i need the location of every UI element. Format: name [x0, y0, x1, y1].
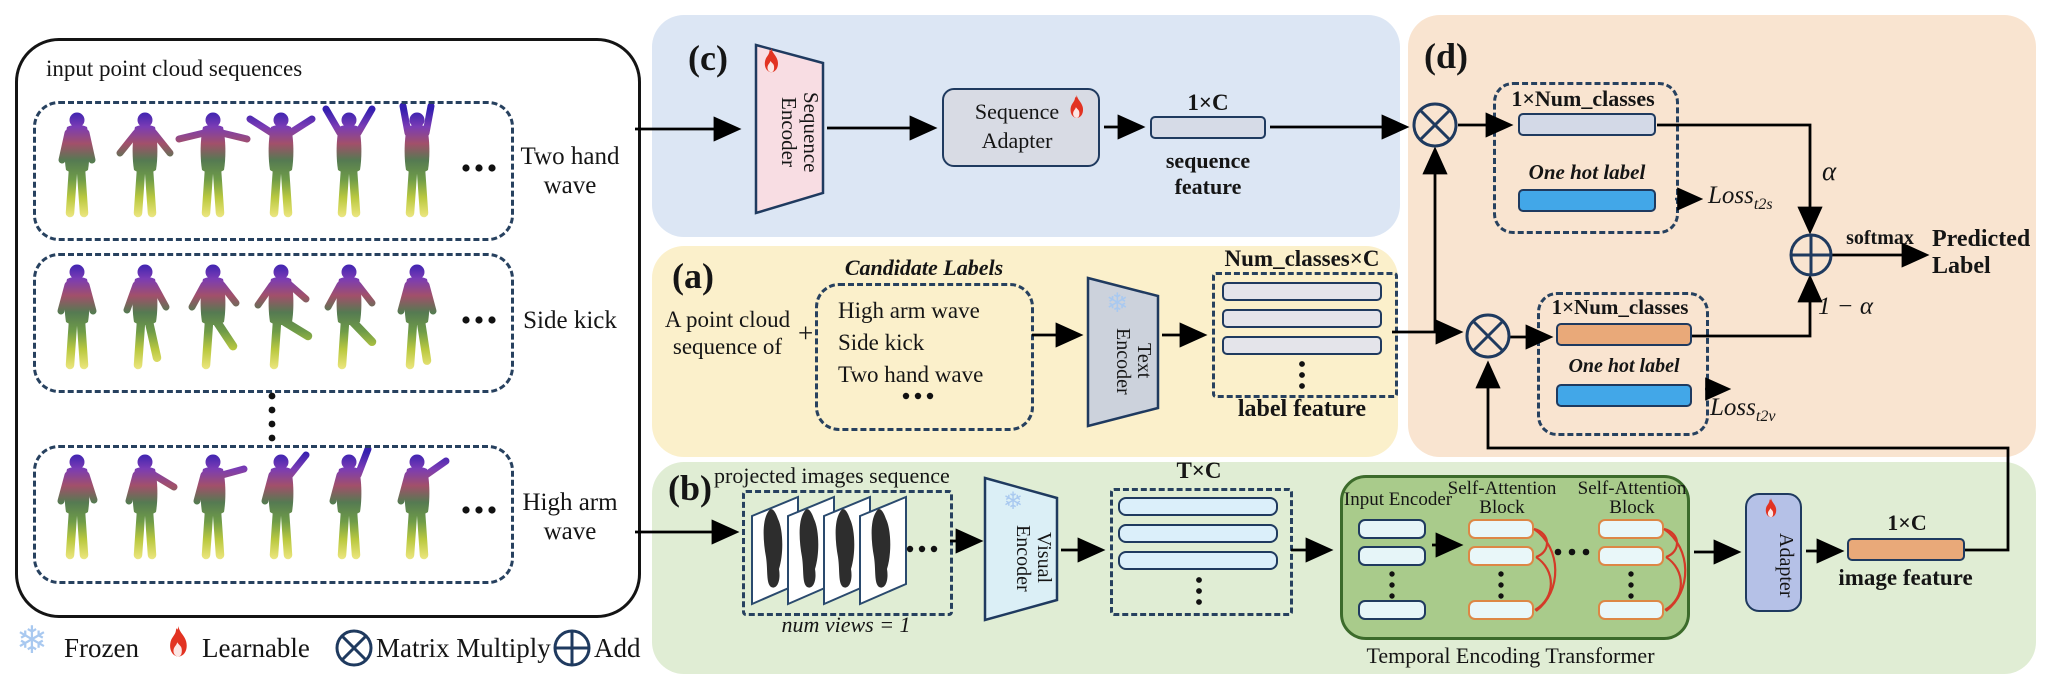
candidate-item-3: Two hand wave: [838, 362, 984, 387]
txc-row-3: [1118, 551, 1278, 570]
panel-b-tag: (b): [668, 468, 712, 508]
panel-c-tag: (c): [688, 38, 728, 78]
projected-images-box: [742, 490, 953, 616]
sequence-row-box-1: [33, 101, 514, 241]
sequence-row-box-3: [33, 445, 514, 584]
img-logits-dim-label: 1×Num_classes: [1551, 295, 1689, 319]
input-encoder-bar-2: [1358, 546, 1426, 566]
sa1-bar-3: [1468, 600, 1534, 620]
panel-d-tag: (d): [1424, 36, 1468, 76]
label-feature-row-3: [1222, 336, 1382, 355]
sequence-row-box-2: [33, 253, 514, 393]
temporal-encoding-transformer-caption: Temporal Encoding Transformer: [1366, 643, 1655, 668]
one-minus-alpha-label: 1 − α: [1818, 293, 1873, 320]
legend-frozen-label: Frozen: [64, 633, 139, 663]
image-feature-dim-label: 1×C: [1887, 510, 1927, 535]
label-feature-row-1: [1222, 282, 1382, 301]
label-feature-dim-label: Num_classes×C: [1224, 246, 1380, 271]
sequence-adapter-box: [942, 88, 1100, 167]
img-onehot-bar: [1556, 384, 1692, 407]
matrix-multiply-icon: [335, 629, 373, 667]
txc-box: [1110, 488, 1293, 616]
row-label-side-kick: Side kick: [523, 307, 617, 334]
text-encoder-snowflake-icon: ❄: [1106, 288, 1129, 318]
sa1-bar-2: [1468, 546, 1534, 566]
image-feature-bar: [1847, 538, 1965, 561]
label-feature-row-2: [1222, 309, 1382, 328]
loss-t2s-label: Losst2s: [1708, 182, 1773, 213]
input-encoder-bar-1: [1358, 519, 1426, 539]
sa1-bar-1: [1468, 519, 1534, 539]
alpha-label: α: [1822, 156, 1837, 186]
txc-row-1: [1118, 497, 1278, 516]
image-feature-caption: image feature: [1838, 565, 1973, 590]
candidate-labels-title: Candidate Labels: [844, 255, 1004, 280]
input-panel-title: input point cloud sequences: [46, 56, 303, 81]
txc-dim-label: T×C: [1176, 458, 1222, 483]
legend-add-label: Add: [594, 633, 641, 663]
sa2-bar-1: [1598, 519, 1664, 539]
img-logits-bar: [1556, 323, 1692, 346]
snowflake-icon: ❄: [16, 620, 48, 662]
panel-a-tag: (a): [672, 256, 714, 296]
candidate-item-2: Side kick: [838, 330, 925, 355]
sa2-bar-2: [1598, 546, 1664, 566]
legend-learnable-label: Learnable: [202, 633, 310, 663]
seq-onehot-bar: [1518, 189, 1656, 212]
label-feature-box: [1212, 272, 1398, 398]
flame-icon: [170, 626, 187, 657]
seq-logits-bar: [1518, 113, 1656, 136]
img-onehot-label: One hot label: [1568, 355, 1680, 377]
candidate-item-1: High arm wave: [838, 298, 980, 323]
num-views-label: num views = 1: [781, 612, 911, 637]
legend-matrix-multiply-label: Matrix Multiply: [376, 633, 551, 663]
label-feature-caption: label feature: [1237, 396, 1367, 422]
txc-row-2: [1118, 524, 1278, 543]
seq-logits-dim-label: 1×Num_classes: [1511, 86, 1655, 111]
input-encoder-bar-3: [1358, 600, 1426, 620]
visual-encoder-snowflake-icon: ❄: [1003, 489, 1024, 515]
seq-onehot-label: One hot label: [1528, 160, 1646, 184]
candidate-labels-box: [815, 283, 1034, 431]
add-icon: [553, 629, 591, 667]
sequence-feature-dim-label: 1×C: [1187, 90, 1229, 115]
projected-images-title: projected images sequence: [714, 463, 950, 488]
softmax-label: softmax: [1846, 227, 1914, 249]
adapter-label: Adapter: [1775, 532, 1797, 598]
plus-sign: +: [798, 318, 814, 348]
input-encoder-label: Input Encoder: [1343, 489, 1453, 510]
sa2-bar-3: [1598, 600, 1664, 620]
loss-t2v-label: Losst2v: [1710, 394, 1776, 425]
sequence-feature-bar: [1150, 116, 1266, 139]
